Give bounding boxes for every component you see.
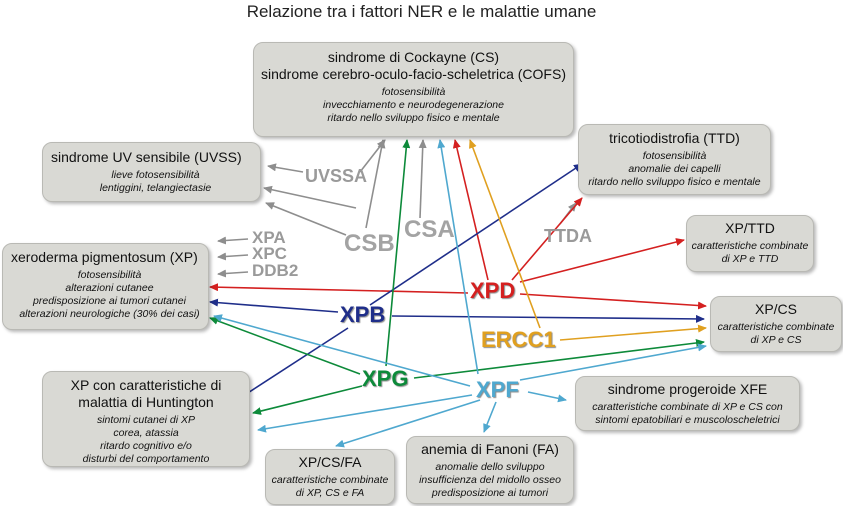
arrow-xpf-fa — [483, 401, 497, 433]
arrow-xpb-ttd — [369, 163, 583, 306]
arrow-xpc-xp — [217, 252, 249, 261]
box-xfe: sindrome progeroide XFE caratteristiche … — [575, 376, 800, 431]
gene-xpf: XPF — [476, 377, 519, 402]
gene-xpa: XPA — [252, 228, 286, 247]
gene-xpd: XPD — [470, 278, 516, 303]
diagram-title: Relazione tra i fattori NER e le malatti… — [246, 2, 597, 21]
box-title: XP/TTD — [725, 220, 775, 236]
gene-xpc: XPC — [252, 244, 287, 263]
arrow-xpd-xpcs — [519, 293, 707, 310]
arrow-xpb-xphd — [239, 327, 349, 399]
arrow-xpf-xpcs — [519, 343, 707, 381]
gene-xpb: XPB — [340, 302, 386, 327]
box-title: XP/CS/FA — [298, 454, 362, 470]
arrow-xpg-xp — [209, 317, 361, 375]
gene-ddb2: DDB2 — [252, 261, 299, 280]
arrow-csb-xp — [265, 202, 347, 236]
arrow-xpf-xfe — [527, 391, 567, 403]
box-title: sindrome di Cockayne (CS)sindrome cerebr… — [261, 49, 566, 82]
gene-ercc1: ERCC1 — [481, 327, 556, 352]
gene-uvssa: UVSSA — [305, 166, 368, 186]
arrow-xpf-cs — [437, 139, 479, 375]
arrow-ddb2-xp — [217, 269, 249, 278]
box-title: tricotiodistrofia (TTD) — [609, 130, 740, 146]
arrow-xpg-cs — [385, 139, 411, 367]
arrow-xpb-xp — [209, 298, 339, 313]
box-fanconi-anemia: anemia di Fanoni (FA) anomalie dello svi… — [406, 436, 574, 504]
arrow-xpg-xphd — [252, 385, 363, 415]
box-title: sindrome UV sensibile (UVSS) — [51, 149, 242, 165]
arrow-xpf-xp — [213, 314, 471, 387]
arrow-xpb-xpcs — [391, 314, 705, 323]
arrow-xpg-xpcs — [413, 339, 705, 379]
box-title: xeroderma pigmentosum (XP) — [11, 249, 198, 265]
box-title: XP/CS — [754, 301, 797, 317]
arrow-xpf-xphd — [257, 394, 473, 433]
arrow-xpf-xpcsfa — [335, 399, 481, 448]
arrow-xpa-xp — [217, 236, 249, 245]
box-xeroderma-pigmentosum: xeroderma pigmentosum (XP) fotosensibili… — [2, 243, 209, 330]
arrow-xpd-xp — [209, 283, 469, 294]
gene-ttda: TTDA — [544, 226, 592, 246]
arrow-csb-uvss — [263, 185, 357, 209]
arrow-csa-cs — [418, 139, 427, 219]
arrow-uvssa-uvss — [267, 163, 304, 173]
gene-csa: CSA — [404, 216, 455, 243]
arrow-ercc1-xpcs — [559, 324, 707, 341]
gene-xpg: XPG — [362, 366, 409, 391]
box-uvss: sindrome UV sensibile (UVSS) lieve fotos… — [42, 142, 261, 202]
gene-csb: CSB — [344, 230, 395, 257]
arrow-ercc1-cs — [469, 139, 541, 329]
arrow-xpd-cs — [452, 139, 489, 281]
arrow-xpd-xpttd — [519, 238, 685, 283]
arrow-xpd-ttd — [511, 197, 583, 281]
arrow-csb-cs — [365, 139, 386, 229]
box-title: sindrome progeroide XFE — [607, 381, 768, 397]
box-title: anemia di Fanoni (FA) — [421, 441, 559, 457]
box-cockayne-syndrome: sindrome di Cockayne (CS)sindrome cerebr… — [253, 42, 574, 137]
